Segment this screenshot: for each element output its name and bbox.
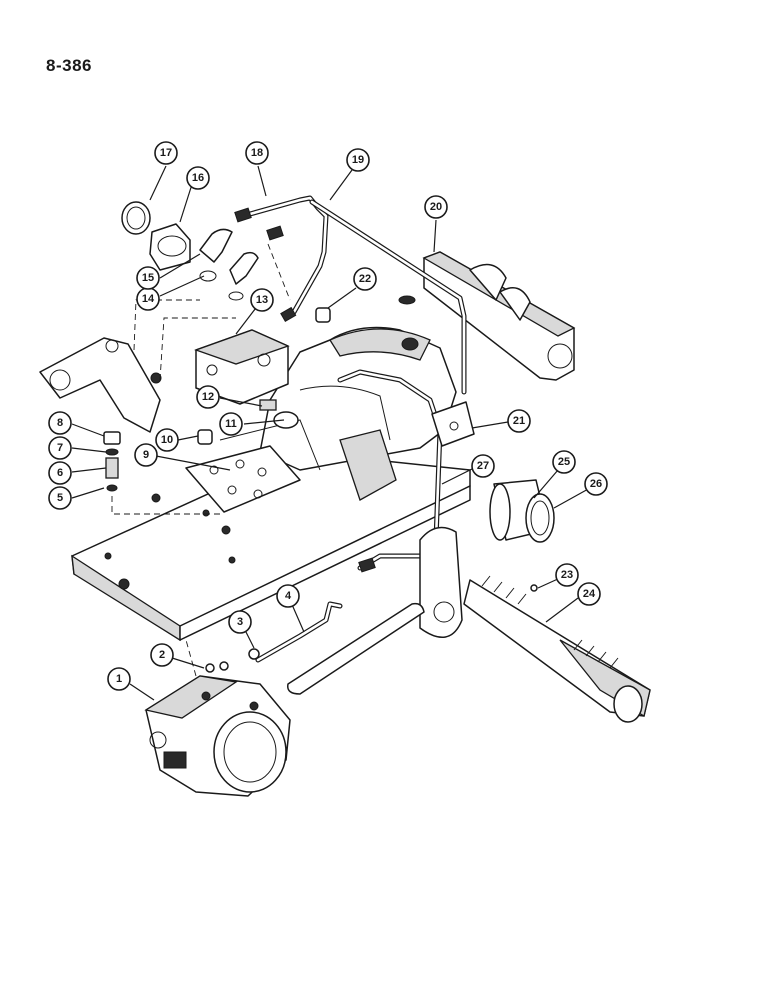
callout-8: 8 bbox=[48, 411, 72, 435]
relief-valve-stack bbox=[103, 431, 121, 492]
bushings bbox=[121, 201, 191, 271]
callout-24: 24 bbox=[577, 582, 601, 606]
rock-shaft bbox=[422, 251, 576, 381]
page-number: 8-386 bbox=[46, 56, 92, 75]
callout-3: 3 bbox=[228, 610, 252, 634]
callout-label: 5 bbox=[57, 492, 63, 504]
callout-5: 5 bbox=[48, 486, 72, 510]
callout-label: 14 bbox=[142, 293, 155, 305]
bracket bbox=[431, 401, 475, 447]
callout-12: 12 bbox=[196, 385, 220, 409]
callout-20: 20 bbox=[424, 195, 448, 219]
callout-label: 8 bbox=[57, 417, 63, 429]
callout-label: 20 bbox=[430, 201, 442, 213]
callout-1: 1 bbox=[107, 667, 131, 691]
callout-label: 3 bbox=[237, 616, 243, 628]
lever-arm bbox=[39, 337, 162, 433]
callout-label: 18 bbox=[251, 147, 263, 159]
callout-label: 25 bbox=[558, 456, 570, 468]
callout-label: 10 bbox=[161, 434, 173, 446]
callout-4: 4 bbox=[276, 584, 300, 608]
link-tube bbox=[255, 601, 425, 695]
pto-shaft bbox=[463, 575, 651, 723]
callout-27: 27 bbox=[471, 454, 495, 478]
callout-9: 9 bbox=[134, 443, 158, 467]
callout-label: 22 bbox=[359, 273, 371, 285]
callout-label: 16 bbox=[192, 172, 204, 184]
callout-label: 9 bbox=[143, 449, 149, 461]
housing-plate bbox=[71, 451, 471, 642]
callout-label: 17 bbox=[160, 147, 172, 159]
callout-label: 19 bbox=[352, 154, 364, 166]
callout-label: 24 bbox=[583, 588, 596, 600]
callout-label: 12 bbox=[202, 391, 214, 403]
lift-cylinder bbox=[144, 675, 291, 797]
assembly-lines bbox=[111, 243, 291, 677]
callout-15: 15 bbox=[136, 266, 160, 290]
callout-26: 26 bbox=[584, 472, 608, 496]
callout-label: 4 bbox=[285, 590, 292, 602]
callout-label: 2 bbox=[159, 649, 165, 661]
callout-13: 13 bbox=[250, 288, 274, 312]
seals bbox=[197, 399, 299, 445]
lift-arm bbox=[419, 526, 463, 638]
control-valve bbox=[194, 329, 290, 405]
coupler-sleeves bbox=[489, 479, 555, 543]
small-nuts bbox=[205, 584, 538, 673]
callout-label: 6 bbox=[57, 467, 63, 479]
callout-2: 2 bbox=[150, 643, 174, 667]
callout-23: 23 bbox=[555, 563, 579, 587]
callout-label: 27 bbox=[477, 460, 489, 472]
callout-label: 13 bbox=[256, 294, 268, 306]
callout-11: 11 bbox=[219, 412, 243, 436]
callout-label: 11 bbox=[225, 418, 237, 430]
callout-label: 23 bbox=[561, 569, 573, 581]
callout-10: 10 bbox=[155, 428, 179, 452]
callout-18: 18 bbox=[245, 141, 269, 165]
callout-21: 21 bbox=[507, 409, 531, 433]
callout-19: 19 bbox=[346, 148, 370, 172]
callout-label: 15 bbox=[142, 272, 154, 284]
callout-14: 14 bbox=[136, 287, 160, 311]
callout-7: 7 bbox=[48, 436, 72, 460]
plug bbox=[315, 295, 416, 323]
callout-label: 1 bbox=[116, 673, 122, 685]
lift-housing bbox=[219, 326, 457, 501]
elbow-fittings bbox=[199, 228, 259, 301]
callout-6: 6 bbox=[48, 461, 72, 485]
callout-label: 26 bbox=[590, 478, 602, 490]
callout-label: 21 bbox=[513, 415, 525, 427]
callout-16: 16 bbox=[186, 166, 210, 190]
callout-17: 17 bbox=[154, 141, 178, 165]
callouts: 1 2 3 4 5 6 7 8 9 10 11 12 13 14 15 16 1… bbox=[48, 141, 608, 691]
valve-gasket-plate bbox=[185, 445, 301, 513]
callout-label: 7 bbox=[57, 442, 63, 454]
callout-22: 22 bbox=[353, 267, 377, 291]
callout-25: 25 bbox=[552, 450, 576, 474]
